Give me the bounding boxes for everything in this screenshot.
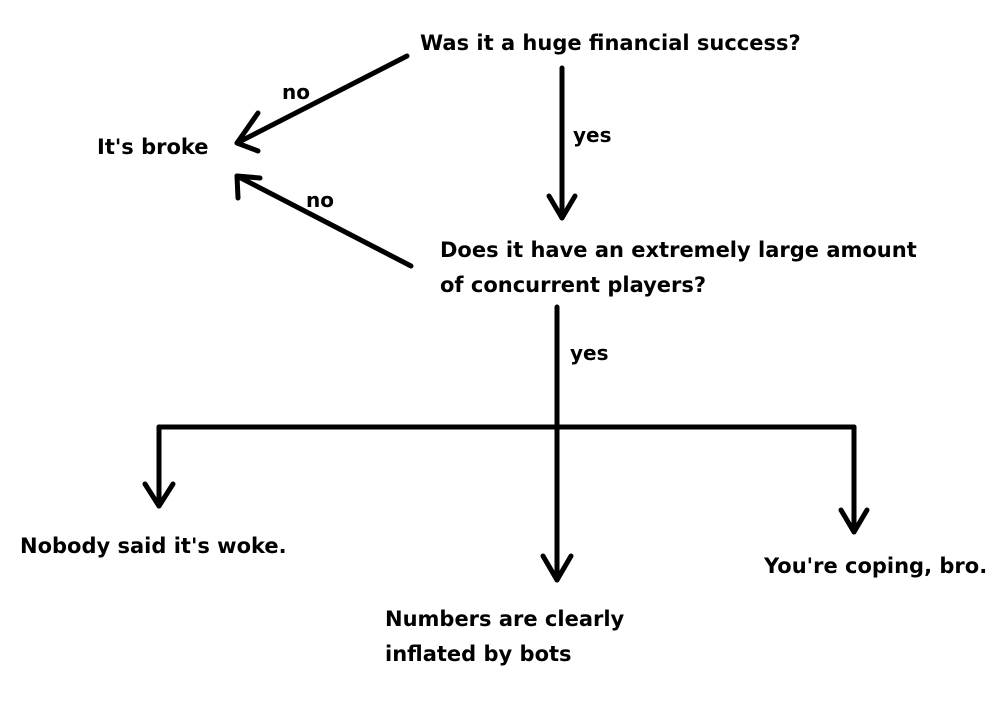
result-youre-coping: You're coping, bro. bbox=[764, 554, 988, 578]
question-financial-success: Was it a huge financial success? bbox=[420, 31, 801, 55]
arrowhead-branch-right bbox=[838, 507, 870, 535]
result-inflated-by-bots-line1: Numbers are clearly bbox=[385, 607, 625, 631]
edge-label-players-no: no bbox=[306, 188, 334, 212]
result-its-broke: It's broke bbox=[97, 135, 209, 159]
arrowhead-players-no bbox=[234, 173, 263, 201]
arrowhead-financial-yes bbox=[546, 193, 578, 221]
arrow-players-no bbox=[234, 173, 414, 269]
edge-label-players-yes: yes bbox=[570, 341, 609, 365]
arrow-financial-no bbox=[234, 53, 410, 146]
edge-label-financial-yes: yes bbox=[573, 123, 612, 147]
arrowhead-branch-middle bbox=[540, 553, 574, 583]
edge-label-financial-no: no bbox=[282, 80, 310, 104]
question-concurrent-players-line2: of concurrent players? bbox=[440, 273, 707, 297]
question-concurrent-players-line1: Does it have an extremely large amount bbox=[440, 238, 917, 262]
result-inflated-by-bots-line2: inflated by bots bbox=[385, 642, 572, 666]
result-nobody-said-woke: Nobody said it's woke. bbox=[20, 534, 287, 558]
arrowhead-branch-left bbox=[142, 481, 176, 509]
arrowhead-financial-no bbox=[234, 110, 261, 154]
